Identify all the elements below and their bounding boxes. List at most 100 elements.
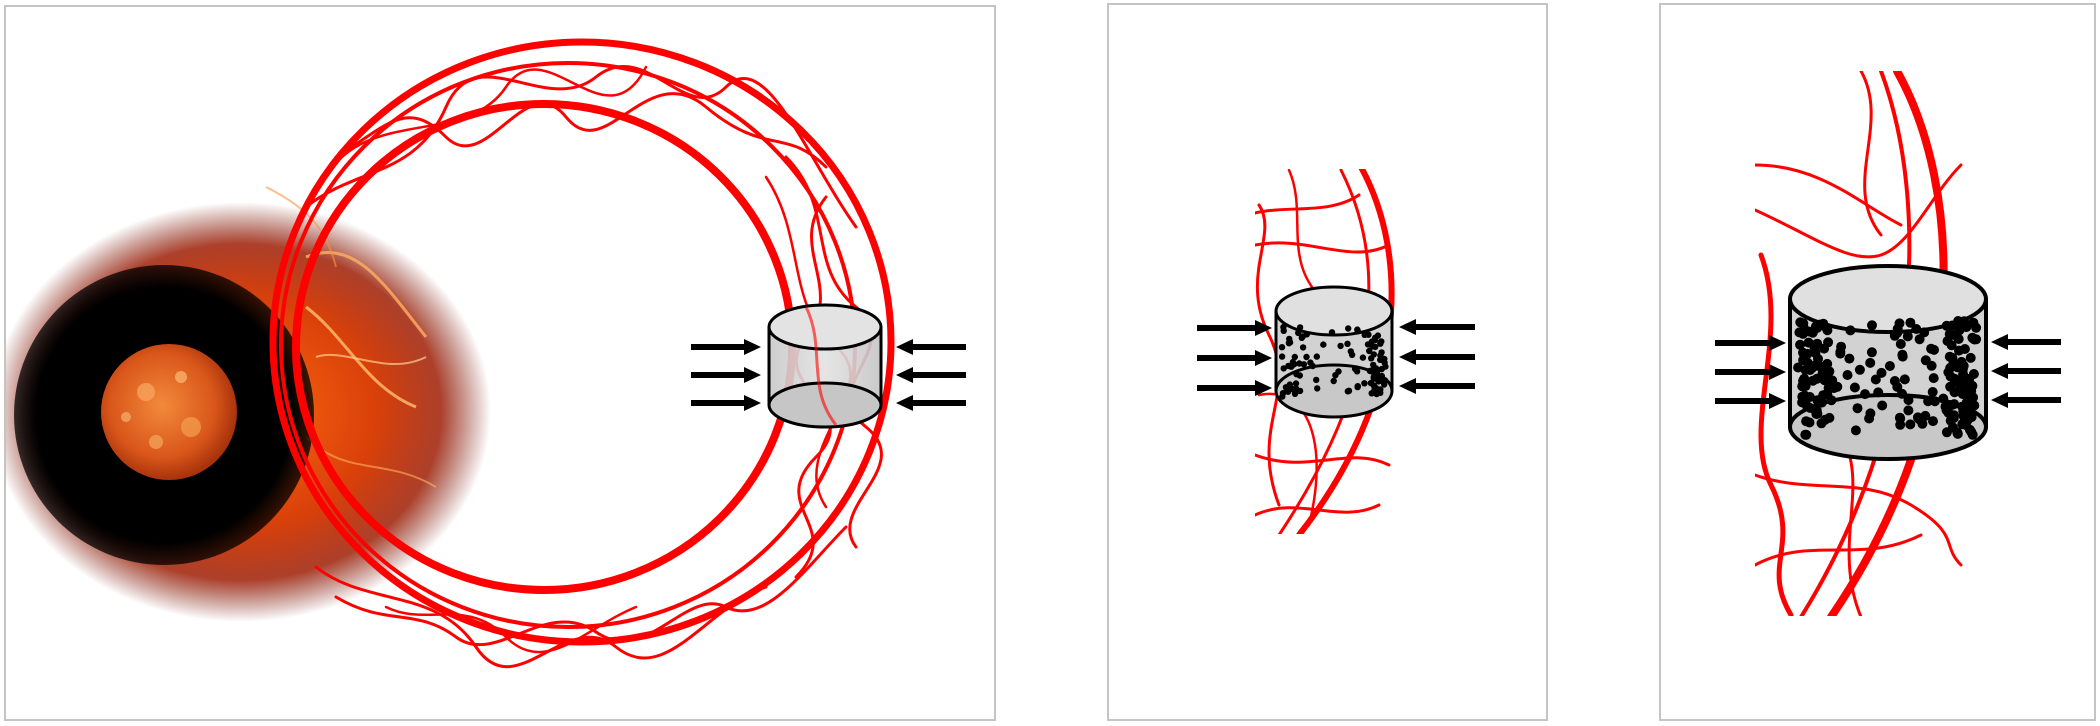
arrow-right-3 — [896, 395, 966, 411]
particle — [1969, 400, 1980, 411]
arrow-right-2 — [1991, 363, 2061, 379]
particle — [1280, 323, 1287, 331]
particle — [1889, 330, 1900, 341]
particle — [1927, 387, 1938, 397]
particle — [1823, 337, 1834, 348]
particle — [1823, 383, 1834, 393]
compression-arrows-right-3 — [1991, 334, 2061, 408]
particle — [1959, 344, 1970, 354]
particle — [1926, 343, 1937, 354]
particle — [1332, 372, 1339, 379]
arrow-right-1 — [896, 339, 966, 355]
particle — [1800, 429, 1811, 440]
particle — [1903, 395, 1914, 406]
arrow-right-3 — [1399, 378, 1475, 394]
eruption-diagram — [6, 38, 966, 669]
particle — [1884, 361, 1895, 371]
sun-disk — [101, 344, 237, 480]
particle — [1368, 390, 1375, 397]
arrow-right-2 — [896, 367, 966, 383]
particle — [1354, 383, 1361, 391]
particle — [1303, 353, 1310, 361]
particle — [1895, 419, 1906, 430]
arrow-left-3 — [1715, 393, 1786, 409]
particle — [1381, 359, 1388, 366]
particle — [1962, 414, 1973, 425]
particle — [1288, 363, 1295, 370]
arrow-left-2 — [691, 367, 761, 383]
particle — [1374, 368, 1381, 375]
particle — [1375, 378, 1382, 385]
particle — [1902, 331, 1913, 342]
particle — [1919, 327, 1930, 338]
arrow-right-1 — [1399, 319, 1475, 335]
particle — [1278, 353, 1286, 360]
particle — [1941, 320, 1952, 331]
particle — [1944, 329, 1955, 340]
particle — [1850, 425, 1861, 436]
compression-arrows-left-2 — [1197, 320, 1272, 396]
particle — [1911, 324, 1922, 334]
particle — [1370, 361, 1377, 369]
particle — [1799, 373, 1810, 384]
particle — [1943, 367, 1954, 378]
particle — [1279, 390, 1287, 397]
particle — [1965, 352, 1976, 363]
particle — [1964, 373, 1975, 384]
particle — [1812, 408, 1823, 419]
particle — [1347, 348, 1354, 355]
particle — [1372, 384, 1380, 392]
particle — [1867, 320, 1877, 331]
particle — [1892, 381, 1903, 392]
particle — [1797, 381, 1808, 392]
arrow-right-3 — [1991, 392, 2061, 408]
particle — [1811, 373, 1822, 384]
particle — [1852, 403, 1863, 414]
particle — [1366, 347, 1373, 355]
particle — [1895, 339, 1906, 349]
particles-2 — [1278, 323, 1389, 400]
particle — [1303, 331, 1310, 338]
particle — [1966, 427, 1977, 438]
particle — [1337, 342, 1344, 350]
particle — [1949, 399, 1960, 410]
particle — [1368, 367, 1376, 374]
particle — [1928, 373, 1939, 384]
particle — [1812, 338, 1823, 349]
particle — [1298, 334, 1305, 341]
particle — [1313, 376, 1320, 384]
compression-arrows-left — [691, 339, 761, 411]
compression-arrows-right-2 — [1399, 319, 1475, 394]
arrow-right-1 — [1991, 334, 2061, 350]
particle — [1854, 364, 1865, 375]
arrow-right-2 — [1399, 349, 1475, 365]
particle — [1905, 419, 1916, 430]
zoom-diagram-sparse — [1197, 169, 1475, 534]
particle — [1801, 416, 1812, 427]
particle — [1903, 405, 1914, 416]
particle — [1953, 334, 1964, 344]
panel-solar-eruption — [4, 5, 996, 721]
particle — [1894, 318, 1905, 329]
plasma-cylinder-2 — [1274, 285, 1394, 419]
particle — [1797, 397, 1808, 408]
particle — [1280, 365, 1287, 372]
particle — [1824, 366, 1835, 377]
arrow-left-2 — [1197, 350, 1272, 366]
compression-arrows-left-3 — [1715, 335, 1786, 409]
particle — [1967, 332, 1978, 343]
particle — [1292, 380, 1300, 387]
particle — [1873, 387, 1884, 398]
particle — [1866, 347, 1877, 358]
particle — [1860, 389, 1870, 400]
arrow-left-3 — [691, 395, 761, 411]
particle — [1795, 339, 1806, 350]
particle — [1296, 360, 1303, 367]
particle — [1373, 390, 1380, 398]
particle — [1368, 355, 1375, 362]
particle — [1894, 412, 1905, 423]
particles-3 — [1793, 316, 1982, 440]
particle — [1899, 374, 1910, 385]
zoom-diagram-dense — [1715, 71, 2061, 616]
particle — [1948, 413, 1959, 423]
